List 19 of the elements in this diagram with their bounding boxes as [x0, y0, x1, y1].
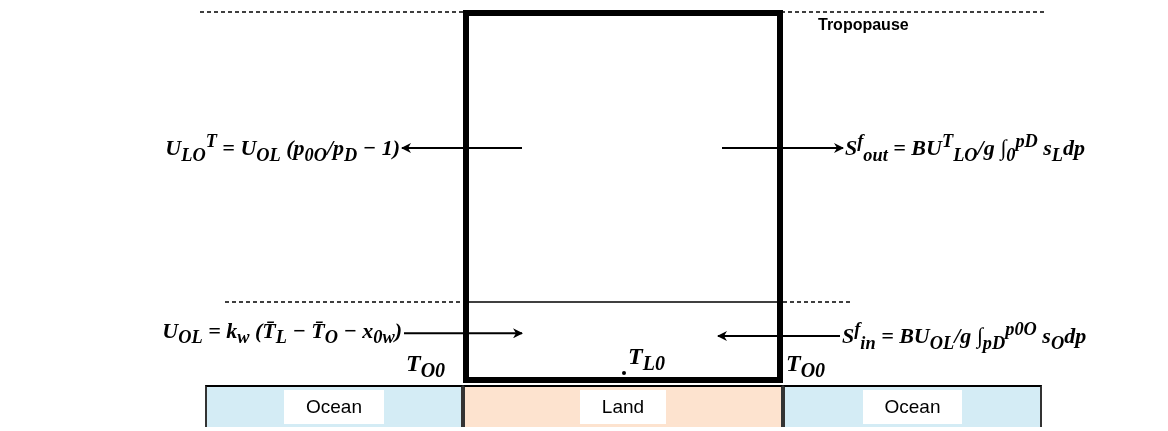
air-column-box: [463, 10, 783, 383]
temperature-label: T$_{L0}$: [628, 343, 665, 375]
temperature-label: T$_{O0}$: [786, 350, 826, 382]
tropopause-label: Tropopause: [818, 16, 909, 34]
surface-label: Land: [579, 390, 667, 424]
surface-label: Ocean: [862, 390, 963, 424]
arrow: [401, 143, 523, 153]
formula: U$_{LO}$$^{T}$ = U$_{OL}$ (p$_{0O}$/p$_{D}$ − 1): [165, 130, 400, 167]
formula: S$^{f}$$_{out}$ = BU$^{T}$$_{LO}$/g ∫$_{0}$$^{pD}$ s$_{L}$dp: [845, 130, 1086, 167]
arrow: [403, 328, 523, 339]
arrow: [717, 331, 841, 341]
arrow: [721, 143, 844, 153]
surface-strip: [463, 385, 783, 427]
temperature-label: T$_{O0}$: [406, 350, 446, 382]
surface-label: Ocean: [284, 390, 384, 424]
surface-strip: [205, 385, 463, 427]
formula: U$_{OL}$ = k$_{w}$ (T̄$_{L}$ − T̄$_{O}$ − x$_{0w}$): [162, 318, 402, 349]
surface-strip: [783, 385, 1042, 427]
formula: S$^{f}$$_{in}$ = BU$_{OL}$/g ∫$_{pD}$$^{p0O}$ s$_{O}$dp: [842, 318, 1087, 355]
